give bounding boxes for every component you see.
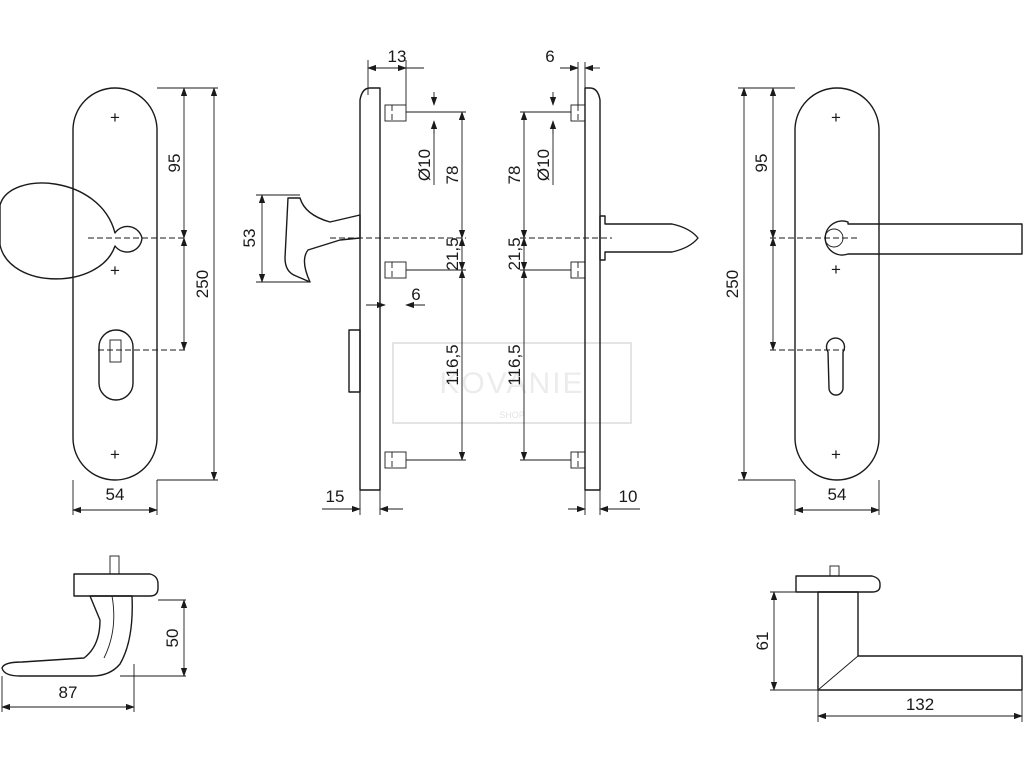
lever-cylinder-cutout — [825, 337, 846, 396]
dim-250-knob: 250 — [193, 270, 212, 298]
svg-text:+: + — [110, 261, 120, 280]
dim-10: 10 — [619, 487, 638, 506]
svg-text:+: + — [110, 108, 120, 127]
dim-78-left: 78 — [443, 166, 462, 185]
knob-top-rose — [73, 573, 159, 597]
dim-61: 61 — [753, 632, 772, 651]
lever-top-rose — [795, 575, 881, 593]
dim-54-knob: 54 — [106, 485, 125, 504]
dim-13: 13 — [388, 47, 407, 66]
knob-side-view: 53 13 Ø10 78 21,5 116,5 6 15 — [240, 47, 466, 515]
svg-text:+: + — [831, 108, 841, 127]
svg-text:+: + — [831, 260, 841, 279]
dim-6-pin: 6 — [411, 285, 420, 304]
dim-87: 87 — [59, 683, 78, 702]
lever-front-handle — [824, 220, 1023, 256]
dim-132: 132 — [906, 695, 934, 714]
lever-top-body — [817, 591, 1023, 691]
knob-top-view: 50 87 — [1, 555, 188, 712]
dim-54-lever: 54 — [828, 485, 847, 504]
watermark-subtext: SHOP — [499, 410, 525, 420]
lever-front-view: + + + 95 250 54 — [723, 87, 1023, 515]
lever-side-view: 6 Ø10 78 21,5 116,5 10 — [505, 47, 699, 515]
cylinder-cutout — [98, 329, 134, 401]
dim-116-5-right: 116,5 — [505, 344, 524, 385]
dim-15: 15 — [326, 487, 345, 506]
dim-116-5-left: 116,5 — [443, 344, 462, 385]
knob-side-plate — [359, 87, 381, 491]
dim-diameter-right: Ø10 — [534, 149, 553, 181]
lever-top-view: 61 132 — [753, 565, 1023, 722]
dim-78-right: 78 — [505, 166, 524, 185]
knob-shape — [0, 182, 143, 280]
dim-21-5-right: 21,5 — [505, 237, 524, 270]
knob-front-view: + + + 95 250 54 — [0, 87, 218, 515]
lever-side-profile — [599, 215, 699, 261]
knob-top-body — [1, 595, 133, 677]
dim-50: 50 — [163, 629, 182, 648]
knob-front-plate — [72, 87, 158, 481]
dim-6-top: 6 — [545, 47, 554, 66]
dim-250-lever: 250 — [723, 270, 742, 298]
knob-side-profile — [284, 197, 361, 283]
svg-text:+: + — [831, 445, 841, 464]
dim-21-5-left: 21,5 — [443, 237, 462, 270]
dim-95-lever: 95 — [752, 154, 771, 173]
lever-side-plate — [584, 87, 601, 491]
spindle-stub — [348, 329, 361, 393]
dim-diameter-left: Ø10 — [415, 149, 434, 181]
dim-53: 53 — [240, 229, 259, 248]
svg-text:+: + — [110, 445, 120, 464]
lever-front-plate — [794, 87, 880, 481]
dim-95-knob: 95 — [165, 154, 184, 173]
